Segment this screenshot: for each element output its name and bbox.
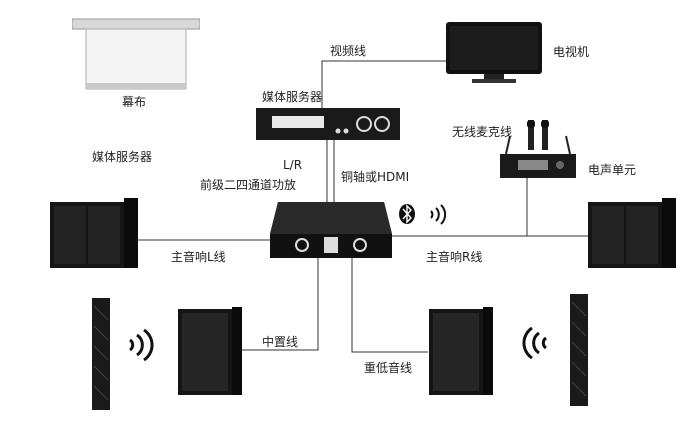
label-electro-unit: 电声单元 xyxy=(588,163,637,177)
bluetooth-icon xyxy=(399,204,415,224)
projection-screen xyxy=(72,18,200,90)
label-coax-hdmi: 铜轴或HDMI xyxy=(341,170,410,184)
subwoofer-wire xyxy=(351,258,428,353)
center-wire xyxy=(240,258,319,351)
label-amp: 前级二四通道功放 xyxy=(200,178,297,192)
center-speaker xyxy=(178,307,242,395)
label-tv: 电视机 xyxy=(553,45,590,59)
column-speaker-right xyxy=(570,294,588,406)
media-server xyxy=(256,108,400,140)
wireless-waves-icon xyxy=(430,204,447,225)
main-speaker-right xyxy=(588,198,676,268)
label-center-line: 中置线 xyxy=(262,335,299,349)
label-subwoofer-line: 重低音线 xyxy=(364,361,413,375)
wireless-mic-receiver xyxy=(500,120,576,178)
label-main-left: 主音响L线 xyxy=(171,250,226,264)
label-media-server-left: 媒体服务器 xyxy=(92,150,153,164)
label-main-right: 主音响R线 xyxy=(426,250,483,264)
wireless-waves-icon xyxy=(522,326,548,360)
column-speaker-left xyxy=(92,298,110,410)
subwoofer-speaker xyxy=(429,307,493,395)
label-screen: 幕布 xyxy=(122,95,147,109)
label-wireless-mic: 无线麦克线 xyxy=(452,125,513,139)
amplifier xyxy=(270,202,392,258)
tv xyxy=(446,22,542,83)
wireless-waves-icon xyxy=(128,328,154,362)
video-line-wire xyxy=(321,60,446,110)
label-video-line: 视频线 xyxy=(330,44,367,58)
label-lr: L/R xyxy=(283,158,303,172)
main-speaker-left xyxy=(50,198,138,268)
label-media-server-top: 媒体服务器 xyxy=(262,90,323,104)
